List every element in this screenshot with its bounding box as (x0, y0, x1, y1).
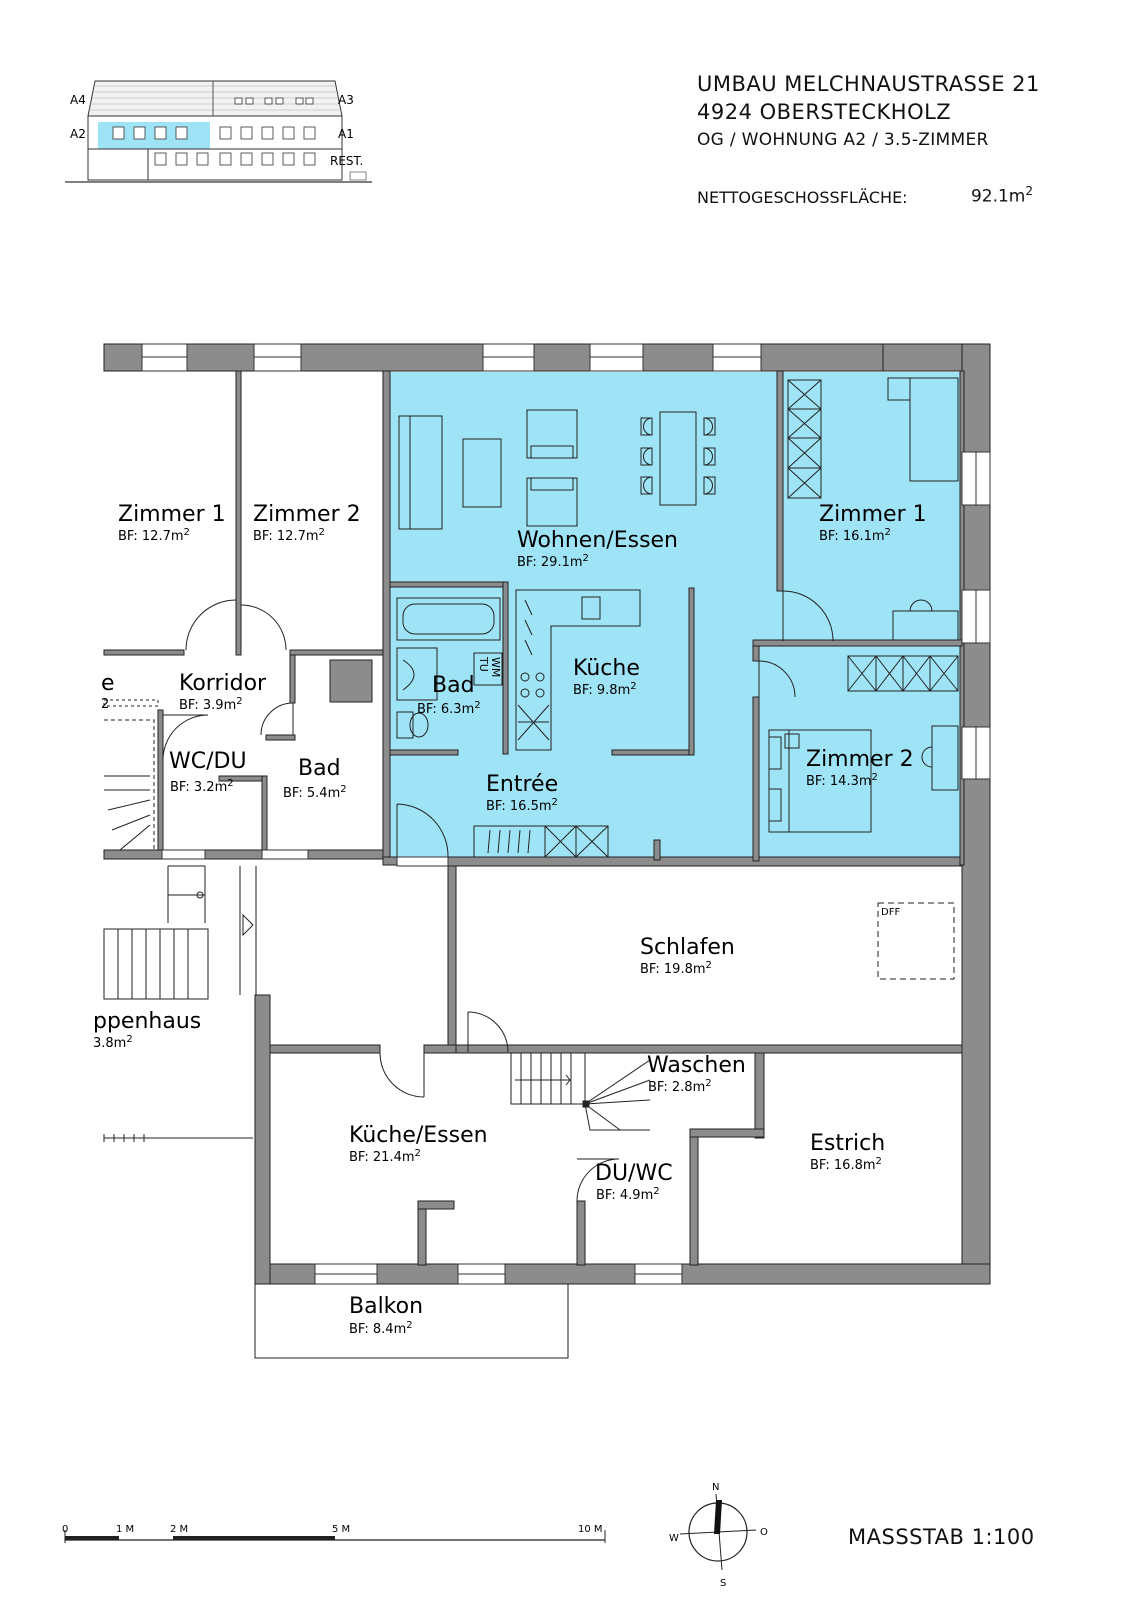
room-bad-name: Bad (432, 673, 475, 698)
room-korridor-name: Korridor (179, 671, 267, 696)
room-zimmer1-name: Zimmer 1 (819, 502, 927, 527)
scale-tick-1: 1 M (116, 1524, 134, 1535)
room-wohnen-name: Wohnen/Essen (517, 528, 678, 553)
compass-s: S (720, 1578, 726, 1589)
room-partial-e-area: 2 (101, 697, 109, 712)
room-waschen-area: BF: 2.8m2 (648, 1078, 712, 1095)
net-area-value: 92.1m2 (970, 184, 1033, 207)
scale-bar: 0 1 M 2 M 5 M 10 M (62, 1524, 606, 1543)
room-duwc-name: DU/WC (595, 1161, 673, 1186)
room-estrich-area: BF: 16.8m2 (810, 1156, 882, 1173)
furniture (103, 377, 959, 1359)
room-estrich-name: Estrich (810, 1131, 885, 1156)
key-label-a3: A3 (338, 93, 354, 107)
room-wcdu-name: WC/DU (169, 749, 247, 774)
room-zimmer1-left-name: Zimmer 1 (118, 502, 226, 527)
room-entree-name: Entrée (486, 772, 558, 797)
room-schlafen-name: Schlafen (640, 935, 735, 960)
key-label-a2: A2 (70, 127, 86, 141)
room-balkon-area: BF: 8.4m2 (349, 1320, 413, 1337)
key-plan: A4 A3 A2 A1 REST. (65, 80, 372, 183)
label-wm: WM (489, 657, 502, 677)
room-partial-e-name: e (101, 671, 115, 696)
compass-w: W (669, 1533, 679, 1544)
room-duwc-area: BF: 4.9m2 (596, 1186, 660, 1203)
project-line-1: UMBAU MELCHNAUSTRASSE 21 (697, 72, 1040, 96)
room-korridor-area: BF: 3.9m2 (179, 696, 243, 713)
room-bad-left-name: Bad (298, 756, 341, 781)
walls (103, 343, 991, 1285)
title-block: UMBAU MELCHNAUSTRASSE 21 4924 OBERSTECKH… (697, 70, 1040, 152)
compass-o: O (760, 1527, 768, 1538)
room-zimmer2-left-area: BF: 12.7m2 (253, 527, 325, 544)
unit-line: OG / WOHNUNG A2 / 3.5-ZIMMER (697, 130, 989, 150)
label-tu: TU (477, 656, 490, 672)
room-zimmer2-left-name: Zimmer 2 (253, 502, 361, 527)
room-kueche-area: BF: 9.8m2 (573, 681, 637, 698)
label-dff: DFF (881, 907, 900, 918)
room-treppenhaus-name: ppenhaus (93, 1009, 201, 1034)
apartment-a2-area (388, 372, 962, 857)
room-entree-area: BF: 16.5m2 (486, 797, 558, 814)
room-wohnen-area: BF: 29.1m2 (517, 553, 589, 570)
door-swings (162, 590, 834, 1202)
key-label-rest: REST. (330, 154, 363, 168)
room-wcdu-area: BF: 3.2m2 (170, 778, 234, 795)
room-zimmer1-area: BF: 16.1m2 (819, 527, 891, 544)
room-treppenhaus-area: 3.8m2 (93, 1034, 133, 1051)
room-zimmer2-name: Zimmer 2 (806, 747, 914, 772)
compass-n: N (712, 1482, 719, 1493)
key-label-a1: A1 (338, 127, 354, 141)
net-area-row: NETTOGESCHOSSFLÄCHE: 92.1m2 (697, 184, 1033, 207)
key-label-a4: A4 (70, 93, 86, 107)
room-bad-area: BF: 6.3m2 (417, 700, 481, 717)
room-bad-left-area: BF: 5.4m2 (283, 784, 347, 801)
room-kuecheessen-name: Küche/Essen (349, 1123, 488, 1148)
room-waschen-name: Waschen (647, 1053, 746, 1078)
project-line-2: 4924 OBERSTECKHOLZ (697, 100, 952, 124)
room-kueche-name: Küche (573, 656, 640, 681)
room-balkon-name: Balkon (349, 1294, 423, 1319)
room-schlafen-area: BF: 19.8m2 (640, 960, 712, 977)
scale-label: MASSSTAB 1:100 (848, 1525, 1035, 1549)
room-labels: Zimmer 1 BF: 12.7m2 Zimmer 2 BF: 12.7m2 … (93, 502, 927, 1337)
compass-icon: N S W O (669, 1482, 768, 1589)
room-kuecheessen-area: BF: 21.4m2 (349, 1148, 421, 1165)
scale-tick-2: 2 M (170, 1524, 188, 1535)
room-zimmer1-left-area: BF: 12.7m2 (118, 527, 190, 544)
windows (141, 343, 991, 1285)
room-zimmer2-area: BF: 14.3m2 (806, 772, 878, 789)
net-area-label: NETTOGESCHOSSFLÄCHE: (697, 188, 908, 207)
scale-tick-5: 5 M (332, 1524, 350, 1535)
scale-tick-10: 10 M (578, 1524, 603, 1535)
scale-tick-0: 0 (62, 1524, 68, 1535)
